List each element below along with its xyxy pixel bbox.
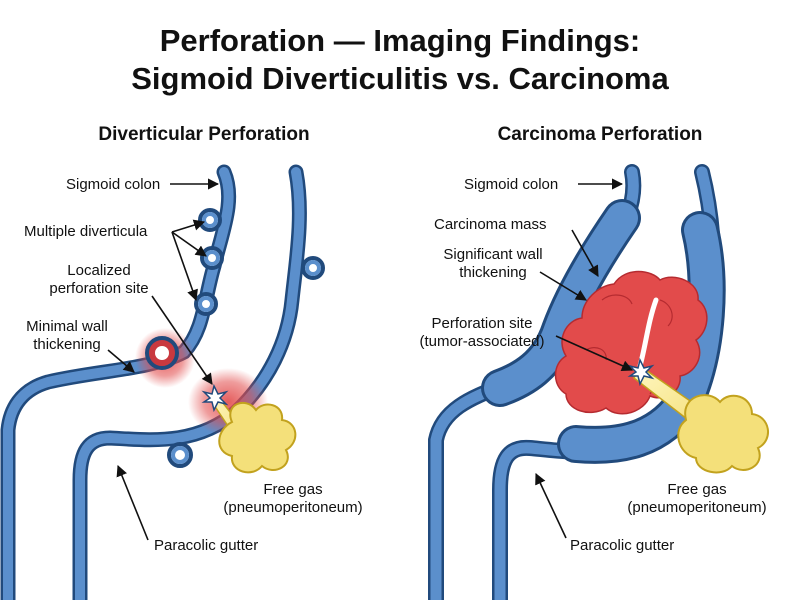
left-panel-heading: Diverticular Perforation xyxy=(98,124,310,145)
right-label-wall-thickening-line-1: Significant wall xyxy=(443,246,543,263)
title-line-2: Sigmoid Diverticulitis vs. Carcinoma xyxy=(131,61,669,96)
left-label-localized-line-2: perforation site xyxy=(49,280,149,297)
left-label-paracolic-gutter: Paracolic gutter xyxy=(154,537,259,554)
left-label-free-gas-line-1: Free gas xyxy=(263,481,323,498)
right-label-perforation-line-1: Perforation site xyxy=(431,315,533,332)
left-label-multiple-diverticula: Multiple diverticula xyxy=(24,223,148,240)
right-label-carcinoma-mass: Carcinoma mass xyxy=(434,216,547,233)
right-label-perforation-line-2: (tumor-associated) xyxy=(419,333,545,350)
right-label-sigmoid-colon: Sigmoid colon xyxy=(464,176,559,193)
right-label-wall-thickening-line-2: thickening xyxy=(459,264,527,281)
right-label-free-gas-line-2: (pneumoperitoneum) xyxy=(627,499,767,516)
right-label-paracolic-gutter: Paracolic gutter xyxy=(570,537,675,554)
left-perforation-star xyxy=(201,383,229,413)
left-label-free-gas-line-2: (pneumoperitoneum) xyxy=(223,499,363,516)
left-label-sigmoid-colon: Sigmoid colon xyxy=(66,176,161,193)
left-label-localized-line-1: Localized xyxy=(67,262,131,279)
right-label-wall-thickening: Significant wall thickening xyxy=(418,246,568,282)
left-free-gas-cloud xyxy=(218,401,297,474)
left-label-localized-perforation: Localized perforation site xyxy=(24,262,174,298)
right-colon-illustration xyxy=(428,164,769,600)
diagram-title: Perforation — Imaging Findings: Sigmoid … xyxy=(0,22,800,98)
right-label-perforation-site: Perforation site (tumor-associated) xyxy=(404,315,560,351)
left-label-minimal-wall: Minimal wall thickening xyxy=(14,318,120,354)
right-pointers xyxy=(535,178,634,539)
right-label-free-gas-line-1: Free gas xyxy=(667,481,727,498)
left-label-free-gas: Free gas (pneumoperitoneum) xyxy=(208,481,378,517)
left-label-minimal-wall-line-1: Minimal wall xyxy=(26,318,108,335)
left-pointers xyxy=(107,178,220,541)
left-label-minimal-wall-line-2: thickening xyxy=(33,336,101,353)
right-panel-heading: Carcinoma Perforation xyxy=(497,124,703,145)
right-free-gas-cloud xyxy=(677,394,769,474)
right-label-free-gas: Free gas (pneumoperitoneum) xyxy=(612,481,782,517)
title-line-1: Perforation — Imaging Findings: xyxy=(159,23,641,58)
